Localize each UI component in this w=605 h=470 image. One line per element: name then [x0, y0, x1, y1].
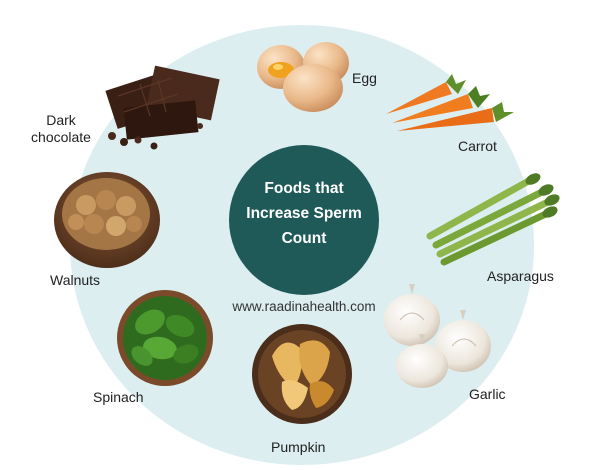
asparagus-label: Asparagus [487, 268, 554, 284]
walnuts-icon [54, 172, 160, 268]
dark-chocolate-label: Dark chocolate [22, 112, 100, 146]
carrot-label: Carrot [458, 138, 497, 154]
pumpkin-icon [252, 324, 352, 424]
center-title: Foods that Increase Sperm Count [233, 176, 375, 251]
walnuts-label: Walnuts [50, 272, 101, 288]
garlic-icon [384, 284, 491, 388]
egg-icon [257, 42, 349, 112]
center-title-line-2: Increase Sperm [246, 205, 362, 222]
carrot-icon [386, 74, 514, 131]
egg-label: Egg [352, 70, 377, 86]
asparagus-icon [426, 173, 560, 266]
website-url: www.raadinahealth.com [232, 299, 376, 314]
pumpkin-label: Pumpkin [271, 439, 326, 455]
spinach-icon [117, 290, 213, 386]
spinach-label: Spinach [93, 389, 144, 405]
dark-chocolate-label-line-1: Dark [46, 112, 76, 128]
center-title-line-1: Foods that [264, 180, 344, 197]
dark-chocolate-label-line-2: chocolate [31, 129, 91, 145]
dark-chocolate-icon [105, 65, 220, 150]
center-title-line-3: Count [281, 230, 327, 247]
garlic-label: Garlic [469, 386, 506, 402]
center-circle [229, 145, 379, 295]
